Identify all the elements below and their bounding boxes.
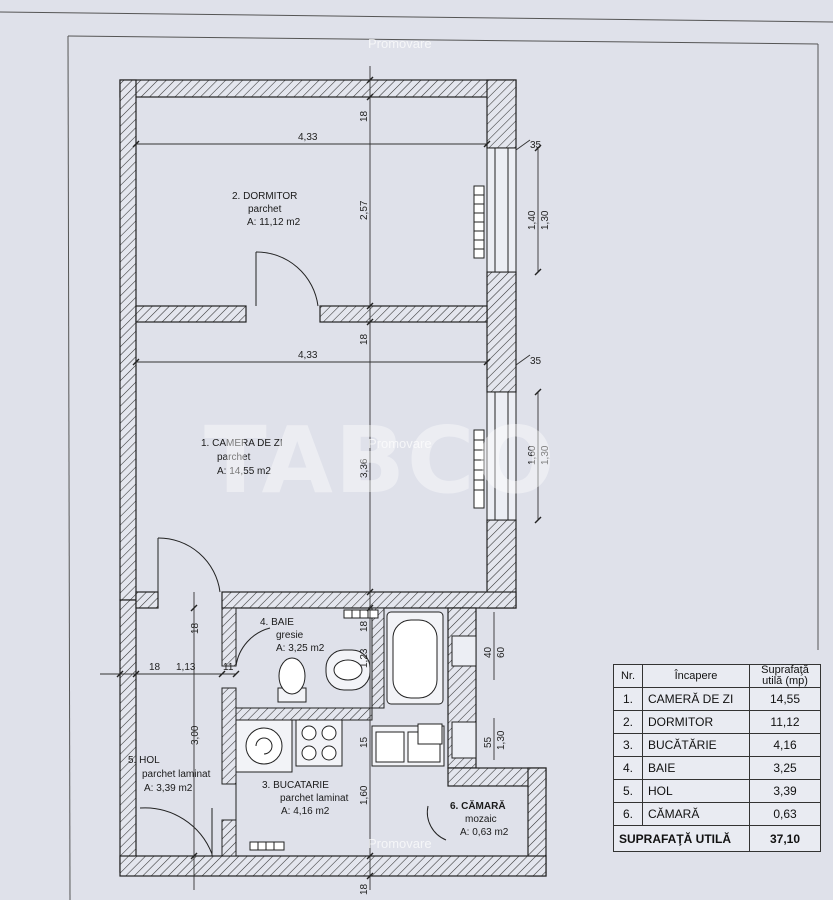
dim-win2-side: 35 [530,356,542,367]
dim-h-camera: 3,36 [359,458,370,478]
legend-row-area: 4,16 [749,733,821,757]
dim-wall-mid: 18 [359,333,370,345]
dim-h-bucatarie: 1,60 [359,785,370,805]
legend-row-name: BAIE [642,756,750,780]
legend-row: 6. CĂMARĂ 0,63 [613,802,821,826]
dim-win1-outer: 1,40 [527,210,538,230]
dim-width-mid: 4,33 [298,350,318,361]
legend-header-room: Încapere [642,664,750,688]
stove [295,719,343,767]
room-bucatarie-name: 3. BUCATARIE [262,780,329,791]
dimension-lines [100,66,539,890]
room-hol-floor: parchet laminat [142,769,211,780]
area-legend-table: Nr. Încapere Suprafaţă utilă (mp) 1. CAM… [613,664,821,852]
legend-row-nr: 1. [613,687,643,711]
room-baie-name: 4. BAIE [260,617,294,628]
legend-row: 3. BUCĂTĂRIE 4,16 [613,733,821,757]
dim-wall-top: 18 [359,110,370,122]
dimension-ticks [116,76,542,880]
dim-width-top: 4,33 [298,132,318,143]
room-baie-floor: gresie [276,630,304,641]
dimension-labels: 4,33 4,33 18 2,57 18 3,36 18 1,23 15 1,6… [149,110,551,895]
watermark-promo-top: Promovare [368,36,432,51]
dim-win3-outer: 60 [496,646,507,658]
legend-row-area: 11,12 [749,710,821,734]
radiators [249,185,485,851]
dim-wall-bottom: 18 [359,883,370,895]
room-camera-name: 1. CAMERA DE ZI [201,438,283,449]
room-dormitor-area: A: 11,12 m2 [247,217,301,228]
legend-row-area: 0,63 [749,802,821,826]
dim-win1-inner: 1,30 [540,210,551,230]
legend-total-value: 37,10 [749,825,821,852]
fixtures [235,611,445,773]
watermark-brand: TABCO [204,407,557,514]
room-camara-floor: mozaic [465,814,497,825]
paper-border [0,11,833,900]
legend-total-row: SUPRAFAŢĂ UTILĂ 37,10 [613,825,821,852]
legend-row-area: 14,55 [749,687,821,711]
dim-h-dormitor: 2,57 [359,200,370,220]
room-baie-area: A: 3,25 m2 [276,643,325,654]
doors [139,251,447,856]
legend-row-name: CAMERĂ DE ZI [642,687,750,711]
legend-row-name: BUCĂTĂRIE [642,733,750,757]
legend-row: 4. BAIE 3,25 [613,756,821,780]
legend-header-area: Suprafaţă utilă (mp) [749,664,821,688]
room-camera-area: A: 14,55 m2 [217,466,271,477]
legend-row-name: CĂMARĂ [642,802,750,826]
room-bucatarie-area: A: 4,16 m2 [281,806,330,817]
legend-row-name: DORMITOR [642,710,750,734]
dim-hol-wall-right: 11 [223,662,234,673]
dim-hol-width: 1,13 [176,662,196,673]
legend-row-nr: 2. [613,710,643,734]
legend-row-nr: 4. [613,756,643,780]
legend-row-nr: 5. [613,779,643,803]
toilet-bowl [278,657,306,695]
legend-header-nr: Nr. [613,664,643,688]
room-hol-area: A: 3,39 m2 [144,783,193,794]
dim-hol-wall-left: 18 [149,662,161,673]
room-bucatarie-floor: parchet laminat [280,793,349,804]
dim-hol-door-wall: 18 [190,622,201,634]
room-hol-name: 5. HOL [128,755,160,766]
windows [451,147,517,759]
watermark-promo-bottom: Promovare [368,836,432,851]
room-labels: 2. DORMITOR parchet A: 11,12 m2 1. CAMER… [128,191,509,838]
legend-row-area: 3,25 [749,756,821,780]
dim-win2-inner: 1,30 [540,445,551,465]
legend-row: 5. HOL 3,39 [613,779,821,803]
dim-wall-baie: 18 [359,620,370,632]
room-camara-name: 6. CĂMARĂ [450,799,506,812]
bathtub-inner [392,619,438,699]
dim-win4-inner: 55 [483,736,494,748]
legend-row-nr: 3. [613,733,643,757]
dim-h-hol: 3,00 [190,725,201,745]
legend-row: 2. DORMITOR 11,12 [613,710,821,734]
room-dormitor-floor: parchet [248,204,282,215]
room-camara-area: A: 0,63 m2 [460,827,509,838]
room-camera-floor: parchet [217,452,251,463]
dim-h-baie: 1,23 [359,648,370,668]
legend-row-nr: 6. [613,802,643,826]
legend-header-row: Nr. Încapere Suprafaţă utilă (mp) [613,664,821,688]
legend-row-name: HOL [642,779,750,803]
dim-win2-outer: 1,60 [527,445,538,465]
dim-win4-outer: 1,30 [496,730,507,750]
dim-win3-inner: 40 [483,646,494,658]
dim-gap-15: 15 [359,736,370,748]
legend-row-area: 3,39 [749,779,821,803]
dim-win1-side: 35 [530,140,542,151]
room-dormitor-name: 2. DORMITOR [232,191,297,202]
legend-row: 1. CAMERĂ DE ZI 14,55 [613,687,821,711]
watermark-promo-mid: Promovare [368,436,432,451]
legend-total-label: SUPRAFAŢĂ UTILĂ [613,825,750,852]
watermarks: TABCO Promovare Promovare Promovare [204,36,557,851]
